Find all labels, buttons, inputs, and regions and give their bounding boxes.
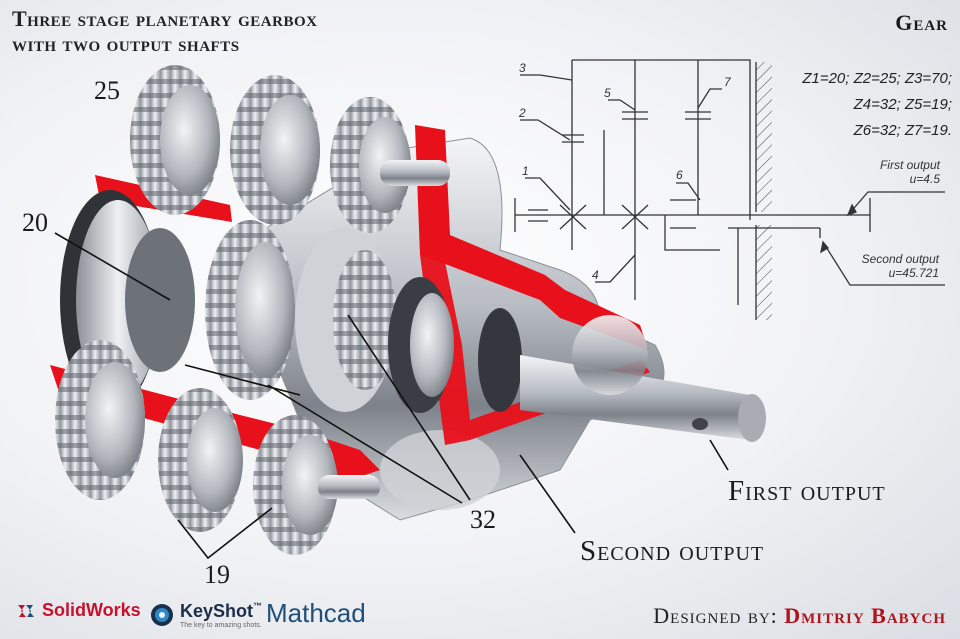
central-gears xyxy=(205,220,522,413)
schematic-second-output-ratio: u=45.721 xyxy=(888,266,939,280)
solidworks-icon xyxy=(18,604,34,617)
schematic-number-1: 1 xyxy=(522,164,529,178)
title-line-1: Three stage planetary gearbox xyxy=(12,6,318,31)
keyshot-tagline: The key to amazing shots. xyxy=(180,622,262,629)
callout-gear-32: 32 xyxy=(470,505,496,534)
output-shafts xyxy=(520,315,766,442)
planet-gears-lower xyxy=(55,340,380,555)
callout-leaders xyxy=(54,232,729,560)
designer-name: Dmitriy Babych xyxy=(784,603,946,628)
equation-line-3: Z6=32; Z7=19. xyxy=(853,122,952,139)
keyshot-name: KeyShot xyxy=(180,601,254,621)
schematic-first-output: First output u=4.5 xyxy=(840,158,940,186)
schematic-first-output-label: First output xyxy=(879,158,940,172)
category-tag: Gear xyxy=(895,10,948,35)
schematic-first-output-ratio: u=4.5 xyxy=(909,172,940,186)
title-line-2: with two output shafts xyxy=(12,31,240,56)
kinematic-schematic xyxy=(514,59,945,320)
tooth-count-equations: Z1=20; Z2=25; Z3=70; Z4=32; Z5=19; Z6=32… xyxy=(782,66,952,144)
schematic-number-7: 7 xyxy=(724,75,731,89)
first-output-label: First output xyxy=(728,475,886,507)
schematic-second-output: Second output u=45.721 xyxy=(835,252,939,280)
schematic-number-2: 2 xyxy=(519,106,526,120)
keyshot-trademark: ™ xyxy=(253,601,263,611)
schematic-number-4: 4 xyxy=(592,268,599,282)
designer-credit: Designed by: Dmitriy Babych xyxy=(653,603,946,629)
callout-gear-25: 25 xyxy=(94,76,120,105)
solidworks-logo: SolidWorks xyxy=(16,600,141,621)
second-output-label: Second output xyxy=(580,535,765,567)
mathcad-logo: Mathcad xyxy=(266,598,366,628)
schematic-number-3: 3 xyxy=(519,61,526,75)
callout-gear-20: 20 xyxy=(22,208,48,237)
planet-gears-upper xyxy=(130,65,450,233)
schematic-second-output-label: Second output xyxy=(861,252,939,266)
solidworks-name: SolidWorks xyxy=(42,600,141,620)
schematic-number-5: 5 xyxy=(604,86,611,100)
equation-line-1: Z1=20; Z2=25; Z3=70; xyxy=(802,70,952,87)
designed-by-label: Designed by: xyxy=(653,603,778,628)
keyshot-icon xyxy=(151,604,173,626)
keyshot-logo: KeyShot™ The key to amazing shots. xyxy=(150,601,262,629)
callout-gear-19: 19 xyxy=(204,560,230,589)
equation-line-2: Z4=32; Z5=19; xyxy=(853,96,952,113)
page-title: Three stage planetary gearbox with two o… xyxy=(12,6,317,56)
schematic-number-6: 6 xyxy=(676,168,683,182)
